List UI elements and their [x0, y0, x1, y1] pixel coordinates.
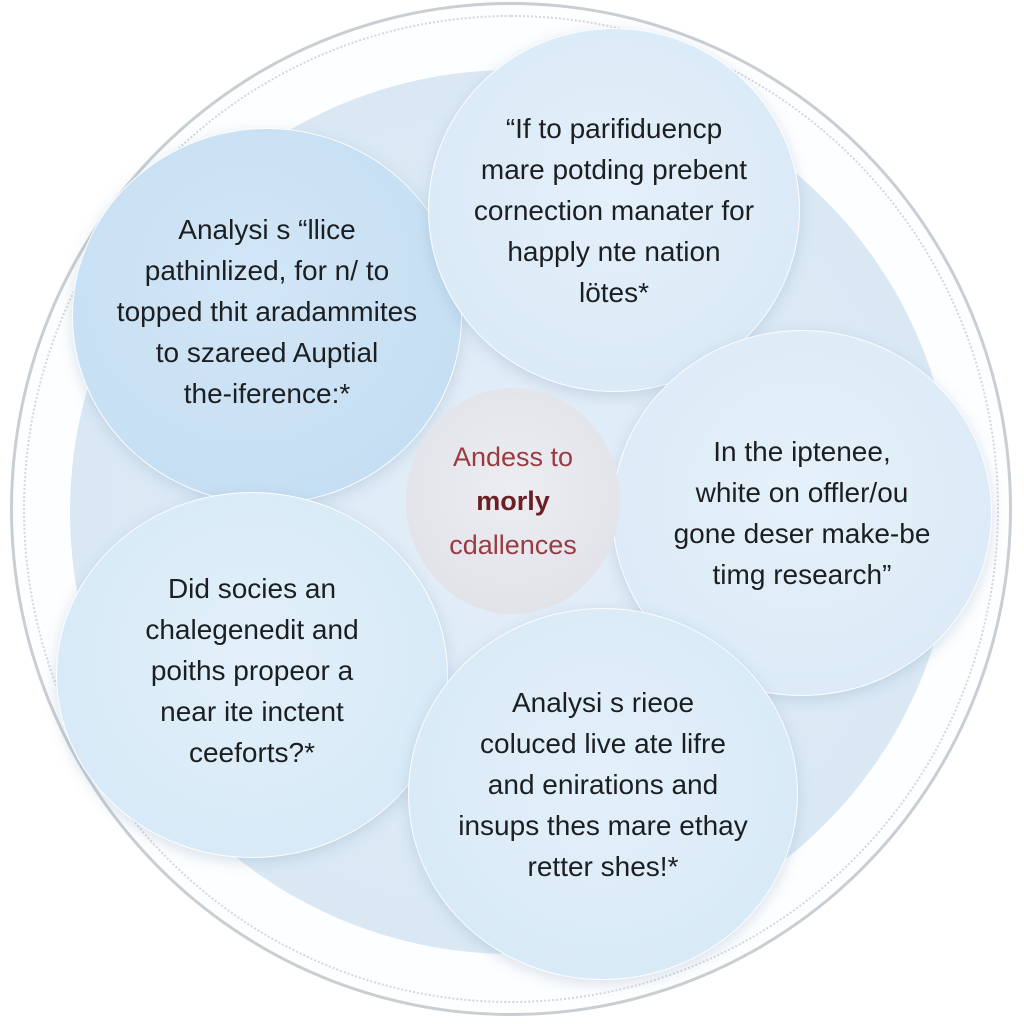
bubble-top-left: Analysi s “llice pathinlized, for n/ to …: [72, 128, 462, 504]
center-hub: Andess to morly cdallences: [406, 388, 620, 614]
center-hub-line-3: cdallences: [449, 530, 577, 560]
center-hub-line-2: morly: [476, 486, 550, 516]
center-hub-line-1: Andess to: [452, 442, 574, 472]
bubble-bottom-right: Analysi s rieoe coluced live ate lifre a…: [408, 608, 798, 980]
bubble-bottom-left: Did socies an chalegenedit and poiths pr…: [56, 492, 448, 858]
bubble-top-right: “If to parifiduencp mare potding prebent…: [428, 28, 800, 392]
